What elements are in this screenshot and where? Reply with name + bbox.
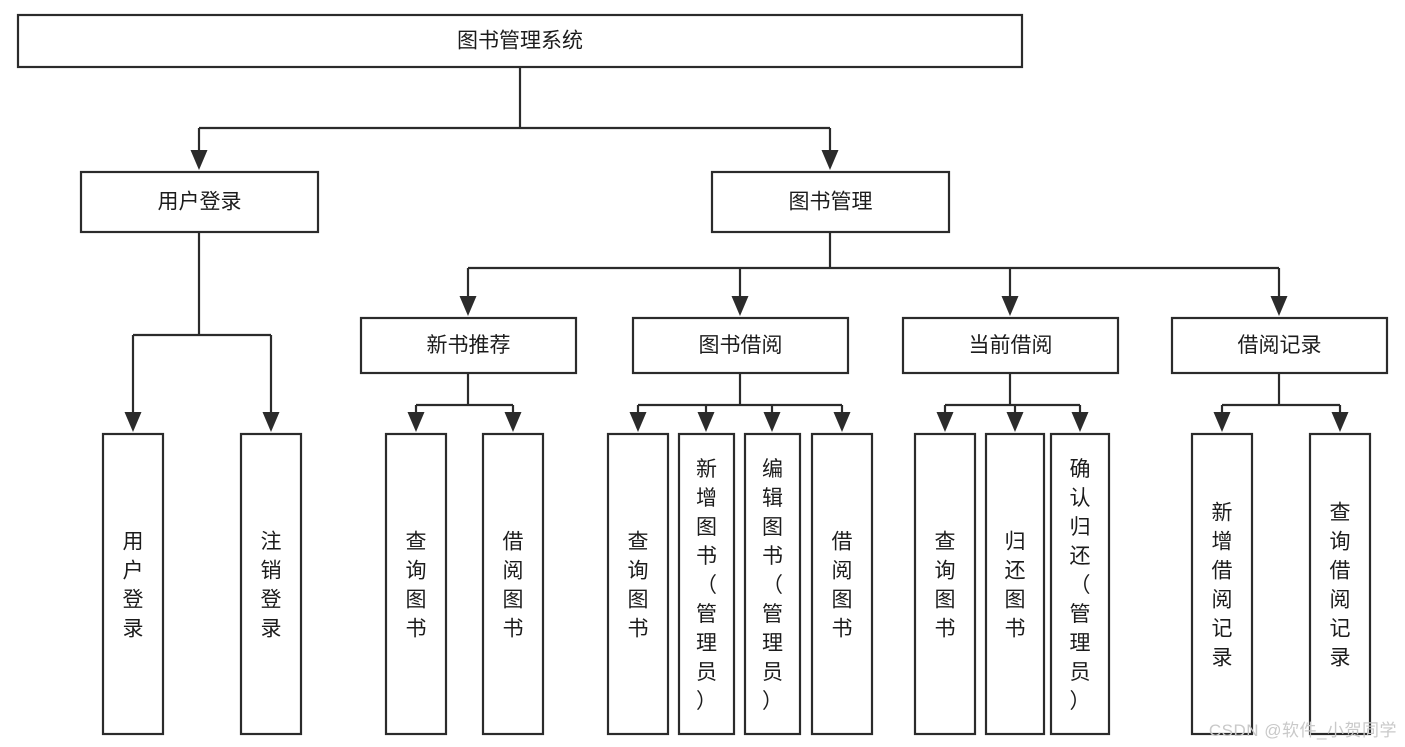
node-label: 编辑图书（管理员） bbox=[762, 458, 783, 713]
node-leaf-rec-query[interactable]: 查询图书 bbox=[384, 432, 448, 736]
node-leaf-borrow-query[interactable]: 查询图书 bbox=[606, 432, 670, 736]
node-box[interactable] bbox=[810, 432, 874, 736]
node-label: 借阅记录 bbox=[1238, 334, 1322, 357]
node-label: 图书借阅 bbox=[699, 334, 783, 357]
connector-bm-drop-2 bbox=[731, 268, 749, 316]
node-box[interactable] bbox=[16, 13, 1024, 69]
node-box[interactable] bbox=[79, 170, 320, 234]
node-box[interactable] bbox=[677, 432, 736, 736]
node-book-borrow[interactable]: 图书借阅 bbox=[631, 316, 850, 375]
node-label: 新增图书（管理员） bbox=[696, 458, 717, 713]
node-label: 借阅图书 bbox=[832, 531, 853, 641]
node-box[interactable] bbox=[984, 432, 1046, 736]
node-label: 图书管理 bbox=[789, 191, 873, 214]
node-label: 注销登录 bbox=[261, 531, 282, 641]
node-layer: 图书管理系统用户登录图书管理新书推荐图书借阅当前借阅借阅记录用户登录注销登录查询… bbox=[16, 13, 1389, 736]
connector-bor-drop-3 bbox=[763, 405, 781, 432]
node-leaf-rec-add[interactable]: 新增借阅记录 bbox=[1190, 432, 1254, 736]
node-box[interactable] bbox=[239, 432, 303, 736]
node-label: 用户登录 bbox=[158, 191, 242, 214]
node-leaf-cur-return[interactable]: 归还图书 bbox=[984, 432, 1046, 736]
node-new-book-rec[interactable]: 新书推荐 bbox=[359, 316, 578, 375]
node-borrow-record[interactable]: 借阅记录 bbox=[1170, 316, 1389, 375]
node-current-borrow[interactable]: 当前借阅 bbox=[901, 316, 1120, 375]
node-label: 借阅图书 bbox=[503, 531, 524, 641]
node-box[interactable] bbox=[710, 170, 951, 234]
connector-brc-drop-2 bbox=[1331, 405, 1349, 432]
node-box[interactable] bbox=[101, 432, 165, 736]
node-box[interactable] bbox=[359, 316, 578, 375]
connector-ul-drop-1 bbox=[124, 335, 142, 432]
connector-bor-drop-2 bbox=[697, 405, 715, 432]
node-label: 新增借阅记录 bbox=[1212, 502, 1233, 670]
node-label: 查询图书 bbox=[935, 531, 956, 641]
connector-bm-drop-4 bbox=[1270, 268, 1288, 316]
connector-bor-drop-4 bbox=[833, 405, 851, 432]
node-leaf-rec-query2[interactable]: 查询借阅记录 bbox=[1308, 432, 1372, 736]
connector-cur-drop-2 bbox=[1006, 405, 1024, 432]
connector-cur-drop-3 bbox=[1071, 405, 1089, 432]
node-label: 确认归还（管理员） bbox=[1070, 458, 1091, 713]
node-box[interactable] bbox=[606, 432, 670, 736]
connector-bor-drop-1 bbox=[629, 405, 647, 432]
node-book-manage[interactable]: 图书管理 bbox=[710, 170, 951, 234]
connector-rec-drop-1 bbox=[407, 405, 425, 432]
connector-root-drop-book-manage bbox=[821, 128, 839, 170]
connector-bm-drop-3 bbox=[1001, 268, 1019, 316]
node-box[interactable] bbox=[913, 432, 977, 736]
node-user-login[interactable]: 用户登录 bbox=[79, 170, 320, 234]
node-label: 当前借阅 bbox=[969, 334, 1053, 357]
node-box[interactable] bbox=[1170, 316, 1389, 375]
node-leaf-rec-borrow[interactable]: 借阅图书 bbox=[481, 432, 545, 736]
connector-ul-drop-2 bbox=[262, 335, 280, 432]
node-leaf-cur-confirm[interactable]: 确认归还（管理员） bbox=[1049, 432, 1111, 736]
node-leaf-user-logout[interactable]: 注销登录 bbox=[239, 432, 303, 736]
connector-bm-drop-1 bbox=[459, 268, 477, 316]
connector-rec-drop-2 bbox=[504, 405, 522, 432]
node-label: 用户登录 bbox=[123, 531, 144, 641]
node-root[interactable]: 图书管理系统 bbox=[16, 13, 1024, 69]
node-leaf-cur-query[interactable]: 查询图书 bbox=[913, 432, 977, 736]
connector-root-drop-user-login bbox=[190, 128, 208, 170]
node-box[interactable] bbox=[901, 316, 1120, 375]
node-label: 查询借阅记录 bbox=[1330, 502, 1351, 670]
node-label: 新书推荐 bbox=[427, 334, 511, 357]
node-box[interactable] bbox=[631, 316, 850, 375]
node-leaf-borrow-lend[interactable]: 借阅图书 bbox=[810, 432, 874, 736]
node-box[interactable] bbox=[384, 432, 448, 736]
connector-layer bbox=[124, 67, 1349, 432]
watermark-text: CSDN @软件_小贺同学 bbox=[1208, 721, 1397, 740]
node-label: 查询图书 bbox=[628, 531, 649, 641]
node-box[interactable] bbox=[481, 432, 545, 736]
node-box[interactable] bbox=[743, 432, 802, 736]
node-leaf-borrow-add[interactable]: 新增图书（管理员） bbox=[677, 432, 736, 736]
node-label: 查询图书 bbox=[406, 531, 427, 641]
node-box[interactable] bbox=[1049, 432, 1111, 736]
node-leaf-user-login[interactable]: 用户登录 bbox=[101, 432, 165, 736]
node-box[interactable] bbox=[1308, 432, 1372, 736]
connector-cur-drop-1 bbox=[936, 405, 954, 432]
node-leaf-borrow-edit[interactable]: 编辑图书（管理员） bbox=[743, 432, 802, 736]
node-label: 归还图书 bbox=[1005, 531, 1026, 641]
connector-brc-drop-1 bbox=[1213, 405, 1231, 432]
node-box[interactable] bbox=[1190, 432, 1254, 736]
node-label: 图书管理系统 bbox=[457, 30, 583, 53]
